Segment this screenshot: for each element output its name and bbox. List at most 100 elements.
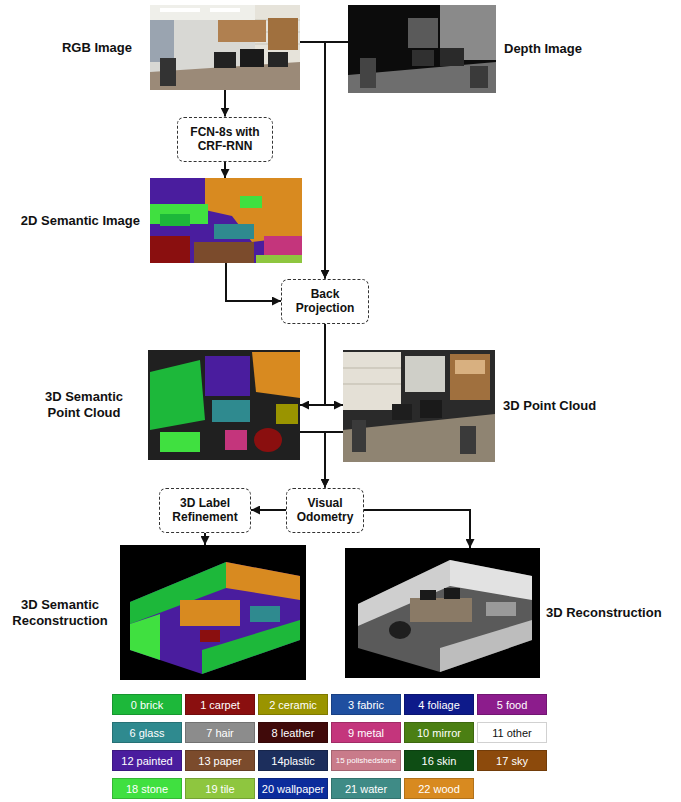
depth-photo-shape: [348, 5, 496, 93]
image-panel: 3D Reconstruction: [345, 548, 540, 678]
rgb-photo-shape: [268, 18, 298, 50]
panel-title: RGB Image: [62, 39, 132, 55]
depth-photo-shape: [360, 58, 376, 88]
reconstruction-shape: [450, 560, 532, 600]
legend-label: 0 brick: [131, 699, 163, 711]
legend-label: 6 glass: [130, 727, 165, 739]
legend-label: 12 painted: [121, 755, 172, 767]
flow-arrow: [204, 533, 206, 546]
rgb-photo-shape: [218, 20, 266, 42]
legend-label: 9 metal: [348, 727, 384, 739]
reconstruction-shape: [410, 598, 472, 622]
legend-label: 17 sky: [496, 755, 528, 767]
legend-label: 19 tile: [205, 783, 234, 795]
rgb-photo-shape: [150, 20, 174, 62]
point-cloud-shape: [343, 350, 495, 462]
image-panel: 3D Point Cloud: [343, 350, 495, 462]
flow-arrow: [251, 509, 286, 511]
process-box: 3D Label Refinement: [159, 488, 251, 533]
rgb-photo-shape: [160, 8, 200, 12]
semantic-image: [150, 178, 302, 263]
depth-photo-shape: [440, 48, 464, 66]
reconstruction: [345, 548, 540, 678]
legend-swatch: 16 skin: [404, 750, 474, 771]
legend-swatch: 21 water: [331, 778, 401, 799]
semantic-image-shape: [160, 214, 190, 226]
rgb-photo-shape: [150, 5, 300, 90]
point-cloud-shape: [352, 420, 366, 452]
semantic-reconstruction-shape: [130, 614, 160, 660]
legend-swatch: 9 metal: [331, 722, 401, 743]
legend-swatch: 7 hair: [185, 722, 255, 743]
legend-swatch: 2 ceramic: [258, 694, 328, 715]
legend-label: 7 hair: [206, 727, 234, 739]
legend-swatch: 1 carpet: [185, 694, 255, 715]
panel-title: 3D Semantic Point Cloud: [34, 389, 134, 422]
semantic-point-cloud-shape: [254, 428, 282, 452]
image-panel: 3D Semantic Reconstruction: [120, 545, 306, 680]
semantic-reconstruction-shape: [130, 562, 300, 674]
legend-swatch: 3 fabric: [331, 694, 401, 715]
flow-arrow: [325, 42, 348, 279]
flow-arrow: [300, 432, 325, 488]
legend-swatch: 14plastic: [258, 750, 328, 771]
semantic-image-shape: [214, 224, 254, 239]
image-panel: RGB Image: [150, 5, 300, 90]
rgb-photo-shape: [214, 52, 236, 68]
legend-label: 11 other: [492, 727, 532, 739]
legend-label: 18 stone: [126, 783, 168, 795]
point-cloud-shape: [343, 352, 401, 410]
reconstruction-shape: [358, 560, 532, 672]
process-label: 3D Label Refinement: [166, 496, 244, 525]
legend-label: 1 carpet: [200, 699, 240, 711]
reconstruction-shape: [444, 588, 460, 599]
semantic-image-shape: [240, 196, 262, 208]
flow-arrow: [325, 432, 343, 488]
legend-swatch: 20 wallpaper: [258, 778, 328, 799]
depth-photo-shape: [408, 18, 438, 48]
image-panel: Depth Image: [348, 5, 496, 93]
legend-swatch: 17 sky: [477, 750, 547, 771]
image-panel: 3D Semantic Point Cloud: [148, 350, 300, 460]
panel-title: 3D Point Cloud: [503, 398, 596, 414]
semantic-point-cloud-shape: [205, 356, 250, 396]
legend-label: 22 wood: [418, 783, 460, 795]
legend-label: 20 wallpaper: [262, 783, 324, 795]
panel-title: Depth Image: [504, 41, 582, 57]
flow-arrow: [226, 263, 281, 301]
legend-swatch: 11 other: [477, 722, 547, 743]
legend-swatch: 10 mirror: [404, 722, 474, 743]
legend-label: 21 water: [345, 783, 387, 795]
semantic-point-cloud-shape: [225, 430, 247, 450]
legend-swatch: 12 painted: [112, 750, 182, 771]
legend-swatch: 15 polishedstone: [331, 750, 401, 771]
flow-arrow: [224, 90, 226, 117]
flow-arrow: [364, 510, 470, 548]
legend-swatch: 0 brick: [112, 694, 182, 715]
reconstruction-shape: [486, 602, 516, 616]
semantic-reconstruction-shape: [200, 630, 220, 642]
legend-swatch: 4 foliage: [404, 694, 474, 715]
depth-photo-shape: [412, 50, 434, 66]
flow-arrow: [224, 162, 226, 179]
legend-swatch: 6 glass: [112, 722, 182, 743]
point-cloud-shape: [405, 356, 445, 392]
rgb-photo-shape: [160, 58, 176, 86]
semantic-image-shape: [264, 236, 302, 256]
semantic-image-shape: [205, 178, 302, 242]
process-label: FCN-8s with CRF-RNN: [184, 125, 266, 154]
process-box: FCN-8s with CRF-RNN: [177, 117, 273, 162]
reconstruction-shape: [389, 621, 411, 639]
semantic-reconstruction-shape: [250, 606, 280, 622]
point-cloud: [343, 350, 495, 462]
legend-label: 13 paper: [198, 755, 241, 767]
legend-swatch: 18 stone: [112, 778, 182, 799]
legend-swatch: 13 paper: [185, 750, 255, 771]
semantic-reconstruction-shape: [180, 600, 240, 626]
semantic-point-cloud-shape: [160, 432, 200, 452]
semantic-image-shape: [150, 178, 302, 263]
point-cloud-shape: [460, 426, 476, 454]
legend-swatch: 22 wood: [404, 778, 474, 799]
flow-arrow: [325, 324, 343, 406]
